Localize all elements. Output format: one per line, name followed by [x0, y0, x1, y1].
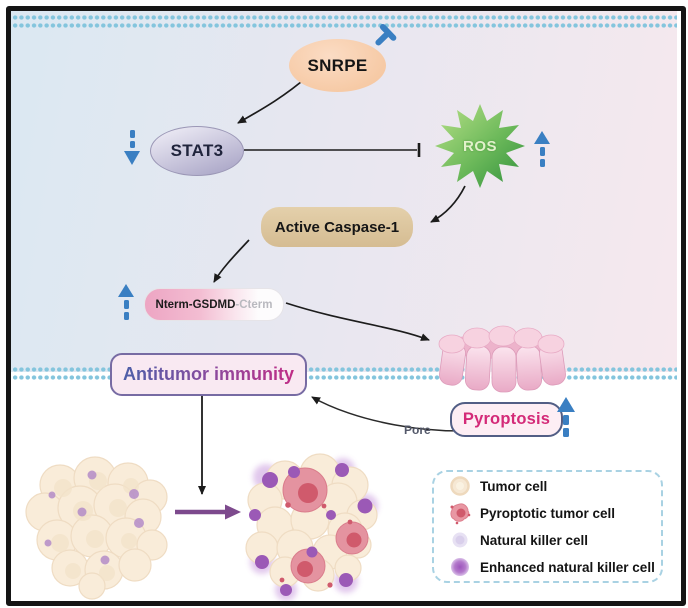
gsdmd-cterm-label: -Cterm	[235, 298, 273, 311]
gsdmd-nterm-label: Nterm-GSDMD	[155, 298, 236, 311]
pyroptosis-label: Pyroptosis	[462, 410, 551, 428]
arrow-dash	[123, 312, 129, 320]
antitumor-immunity-label: Antitumor immunity	[123, 364, 294, 384]
pyroptotic-tumor-cell-icon	[450, 503, 471, 525]
arrow-head	[118, 284, 134, 297]
stat3-decrease-arrow-icon	[124, 130, 140, 165]
ros-node: ROS	[454, 135, 506, 157]
arrow-dash	[563, 428, 569, 437]
stat3-label: STAT3	[170, 141, 224, 160]
ros-increase-arrow-icon	[534, 131, 550, 167]
arrow-head	[124, 151, 140, 165]
arrow-gsdmd-to-pore	[285, 302, 430, 341]
arrow-head	[534, 131, 550, 144]
active-caspase1-label: Active Caspase-1	[274, 218, 400, 236]
pore-label: Pore	[404, 423, 431, 437]
legend-label: Enhanced natural killer cell	[480, 559, 655, 575]
gsdmd-increase-arrow-icon	[118, 284, 134, 320]
snrpe-node: SNRPE	[289, 39, 386, 92]
snrpe-label: SNRPE	[307, 55, 368, 75]
tumor-cluster-before	[25, 456, 168, 600]
legend-item-natural-killer-cell: Natural killer cell	[448, 528, 661, 552]
arrow-dash	[129, 141, 135, 148]
arrow-snrpe-to-stat3	[237, 75, 309, 124]
arrow-dash	[123, 300, 129, 309]
legend-label: Natural killer cell	[480, 532, 589, 548]
enhanced-natural-killer-cell-icon	[451, 558, 469, 576]
purple-progression-arrow	[175, 504, 241, 520]
ros-label: ROS	[462, 137, 497, 155]
arrow-dash	[563, 415, 569, 425]
arrow-dash	[539, 147, 545, 156]
pore-illustration	[438, 325, 566, 393]
inhibition-stat3-to-ros	[244, 143, 421, 157]
natural-killer-cell-icon	[452, 532, 468, 548]
arrow-head	[557, 397, 575, 412]
legend-label: Pyroptotic tumor cell	[480, 505, 616, 521]
tumor-cluster-after	[245, 453, 378, 601]
pyroptosis-increase-arrow-icon	[557, 397, 575, 437]
active-caspase1-node: Active Caspase-1	[261, 207, 413, 247]
cell-membrane-top	[11, 12, 677, 28]
legend-label: Tumor cell	[480, 478, 548, 494]
ros-star	[435, 104, 525, 188]
arrow-ros-to-caspase	[430, 185, 466, 223]
antitumor-immunity-node: Antitumor immunity	[110, 353, 307, 396]
stat3-node: STAT3	[150, 126, 244, 176]
tumor-cell-icon	[450, 476, 470, 496]
arrow-dash	[539, 159, 545, 167]
legend-item-enhanced-natural-killer-cell: Enhanced natural killer cell	[448, 555, 661, 579]
legend-item-pyroptotic-tumor-cell: Pyroptotic tumor cell	[448, 501, 661, 525]
gsdmd-node: Nterm-GSDMD-Cterm	[144, 288, 284, 321]
legend-item-tumor-cell: Tumor cell	[448, 474, 661, 498]
arrow-dash	[129, 130, 135, 138]
inhibitor-stem	[374, 31, 390, 47]
arrow-caspase-to-gsdmd	[213, 239, 250, 283]
legend-box: Tumor cell Pyroptotic tumor cell Natural…	[432, 470, 663, 583]
pyroptosis-node: Pyroptosis	[450, 402, 563, 437]
